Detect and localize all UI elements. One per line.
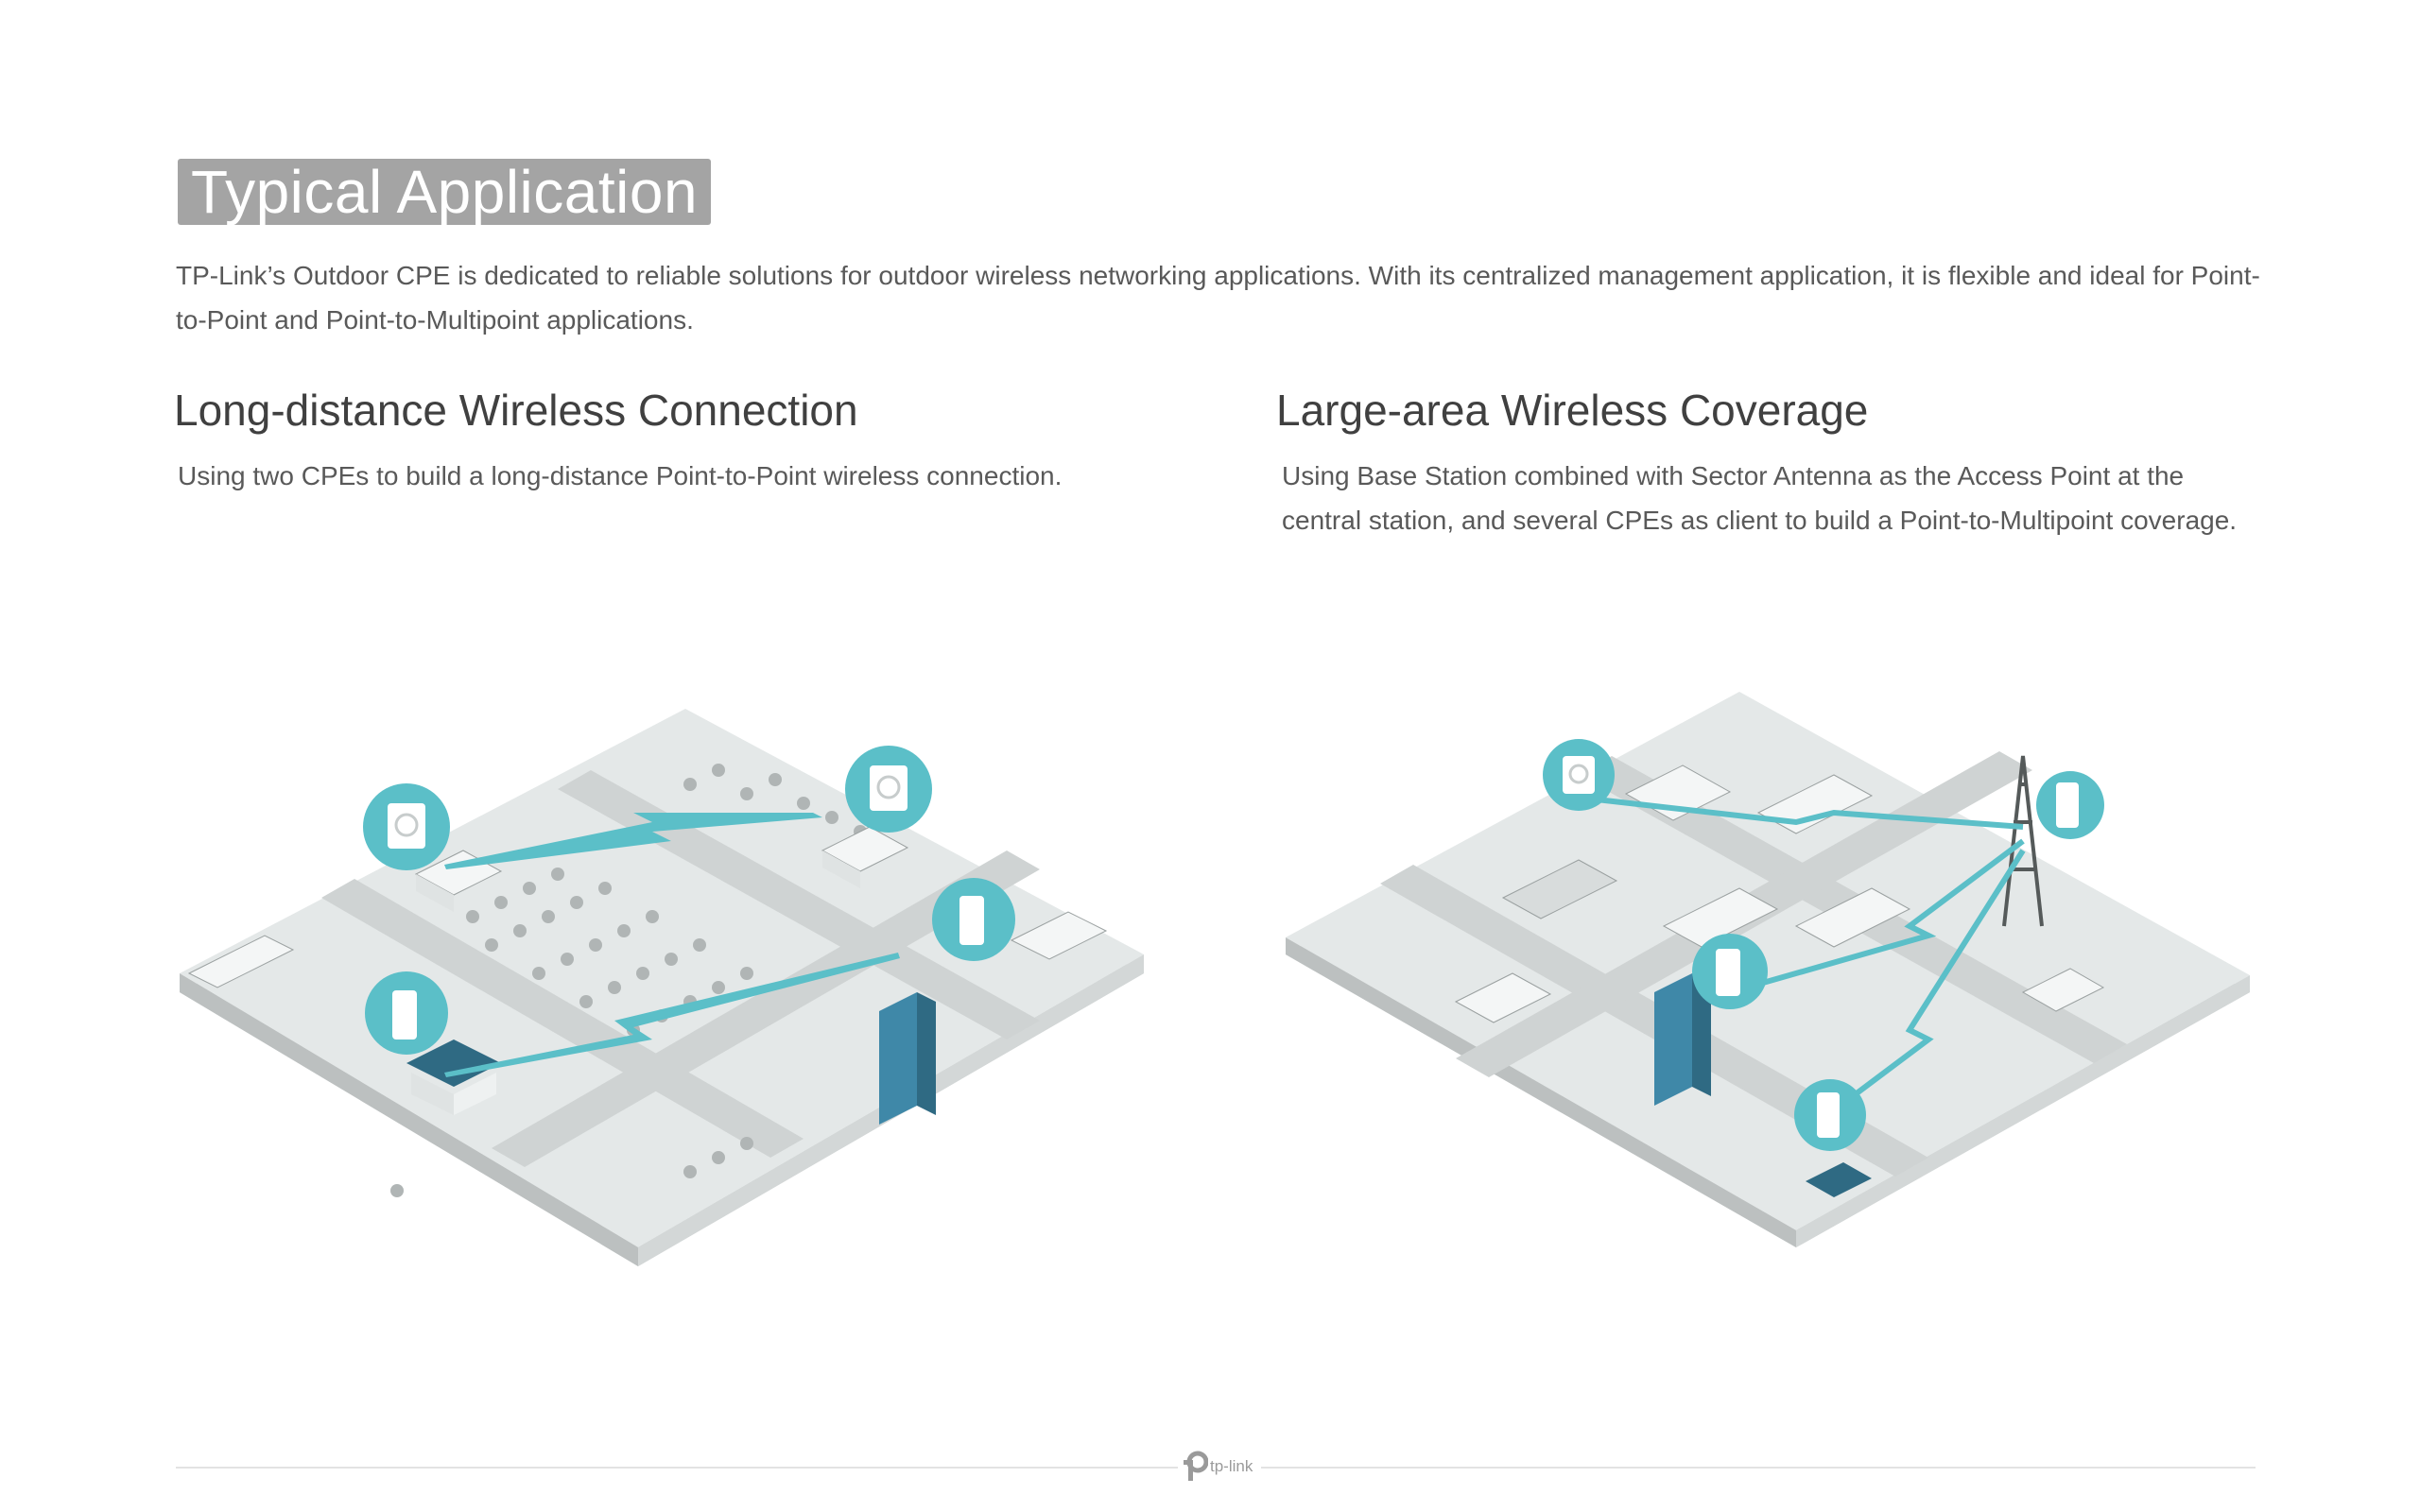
buildings bbox=[187, 826, 1108, 1125]
footer-rule-left bbox=[176, 1467, 1178, 1469]
footer-logo: tp-link bbox=[1180, 1450, 1253, 1484]
cpe-device-icon bbox=[363, 783, 450, 870]
section-title-large-area: Large-area Wireless Coverage bbox=[1276, 386, 1869, 435]
isometric-ground-block bbox=[180, 709, 1144, 1266]
footer-rule-right bbox=[1261, 1467, 2256, 1469]
cpe-device-icon bbox=[932, 878, 1015, 961]
point-to-multipoint-illustration bbox=[1286, 692, 2250, 1247]
cpe-device-icon bbox=[845, 746, 932, 833]
page-title: Typical Application bbox=[178, 159, 712, 225]
section-title-long-distance: Long-distance Wireless Connection bbox=[174, 386, 858, 435]
wireless-links bbox=[444, 813, 900, 1077]
section-desc-large-area: Using Base Station combined with Sector … bbox=[1282, 461, 2238, 535]
roads bbox=[321, 770, 1040, 1167]
tp-link-logo-icon bbox=[1184, 1451, 1208, 1481]
cpe-device-icon bbox=[2036, 771, 2104, 839]
cpe-device-icon bbox=[1543, 739, 1615, 811]
isometric-ground-block bbox=[1286, 692, 2250, 1247]
cpe-device-icon bbox=[1692, 934, 1768, 1009]
wireless-links bbox=[1587, 796, 2026, 1127]
cpe-device-icon bbox=[1794, 1079, 1866, 1151]
point-to-point-illustration bbox=[180, 709, 1144, 1266]
intro-text: TP-Link’s Outdoor CPE is dedicated to re… bbox=[176, 261, 2260, 335]
footer-brand-text: tp-link bbox=[1210, 1457, 1253, 1475]
cpe-device-icon bbox=[365, 971, 448, 1055]
section-desc-long-distance: Using two CPEs to build a long-distance … bbox=[178, 461, 1063, 490]
